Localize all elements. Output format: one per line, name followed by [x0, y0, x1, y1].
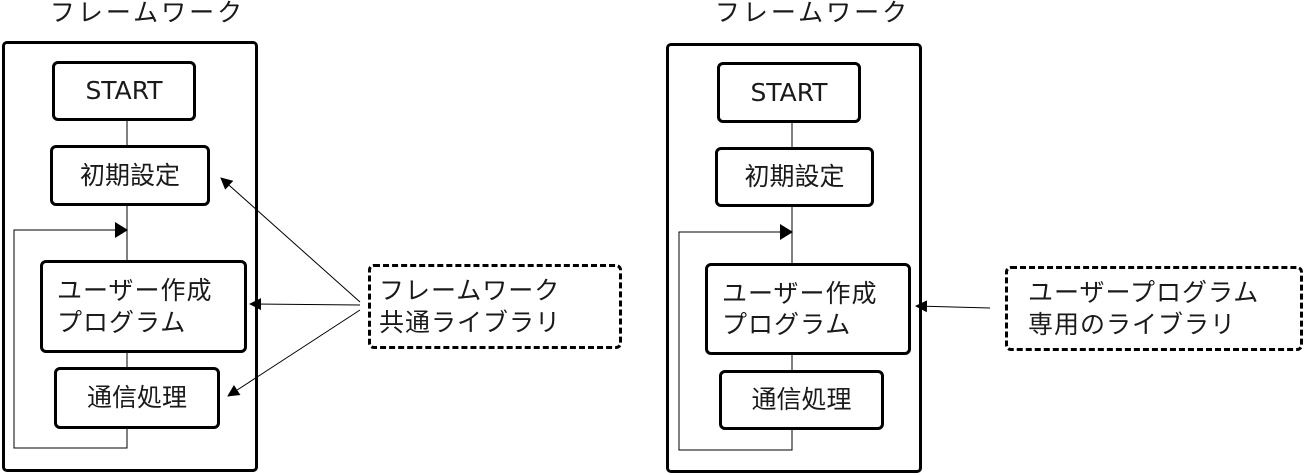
library-label-line-1: ユーザープログラム — [1028, 278, 1260, 308]
library-arrow-to-user — [915, 300, 991, 313]
step-label: START — [85, 76, 163, 106]
library-arrow-to-init — [220, 177, 361, 303]
loop-arrow-head — [115, 222, 128, 238]
user-library-box: ユーザープログラム 専用のライブラリ — [1005, 266, 1303, 351]
left-flow-connectors — [13, 120, 128, 449]
library-label-line-1: フレームワーク — [379, 276, 561, 306]
step-user-program: ユーザー作成 プログラム — [705, 263, 911, 355]
left-library-arrows — [220, 177, 361, 397]
step-user-program: ユーザー作成 プログラム — [40, 260, 247, 353]
common-library-box: フレームワーク 共通ライブラリ — [368, 264, 622, 349]
library-arrow-to-comm — [227, 309, 361, 397]
step-label-line-1: ユーザー作成 — [57, 276, 213, 306]
step-label-line-1: ユーザー作成 — [722, 278, 878, 308]
step-label-line-2: プログラム — [57, 307, 187, 337]
right-flow-connectors — [678, 122, 793, 451]
step-communication: 通信処理 — [719, 370, 884, 430]
loop-back-line — [678, 231, 793, 451]
step-label: 初期設定 — [744, 162, 845, 192]
step-init: 初期設定 — [50, 145, 210, 206]
loop-arrow-head — [780, 224, 793, 240]
step-communication: 通信処理 — [54, 367, 220, 429]
framework-title: フレームワーク — [49, 0, 246, 28]
right-library-arrows — [915, 300, 991, 313]
library-label-line-2: 共通ライブラリ — [379, 307, 562, 337]
step-label: 通信処理 — [86, 383, 187, 413]
framework-container — [666, 43, 922, 473]
framework-title: フレームワーク — [714, 0, 911, 28]
step-label-line-2: プログラム — [722, 310, 852, 339]
loop-back-line — [13, 229, 128, 449]
framework-container — [2, 41, 258, 472]
step-start: START — [52, 61, 196, 121]
library-arrow-to-user — [249, 298, 361, 311]
library-label-line-2: 専用のライブラリ — [1028, 309, 1237, 339]
step-label: 初期設定 — [79, 160, 180, 190]
step-label: 通信処理 — [751, 385, 852, 415]
step-start: START — [717, 62, 861, 123]
step-label: START — [750, 77, 828, 107]
step-init: 初期設定 — [715, 147, 874, 207]
